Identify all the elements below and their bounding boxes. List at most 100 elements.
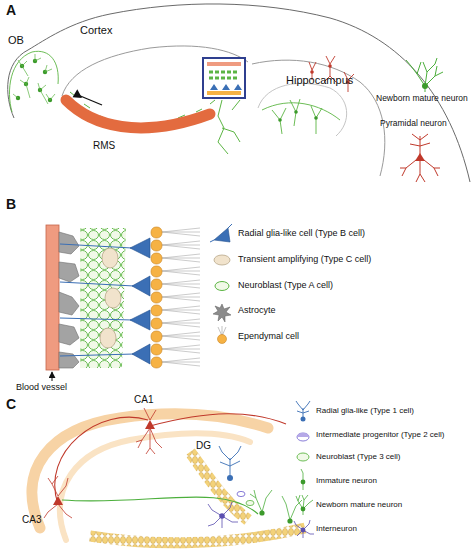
migration-arrow [78, 95, 102, 105]
red-soma [328, 64, 332, 68]
type-c-icon [214, 255, 230, 265]
zoom-frame [203, 58, 245, 98]
type-b-cell [130, 238, 150, 364]
legend-text: Intermediate progenitor (Type 2 cell) [316, 430, 474, 439]
legend-text: Pyramidal neuron [380, 119, 474, 129]
callout-label: Blood vessel [16, 382, 67, 392]
panel-letter: B [6, 196, 16, 212]
legend-entry: Newborn mature neuron [316, 500, 474, 509]
astrocyte-icon [213, 304, 231, 322]
hippocampal-arc [252, 60, 385, 176]
astrocyte [59, 324, 79, 345]
region-label: Hippocampus [286, 74, 353, 87]
legend-entry: Radial glia-like (Type 1 cell) [316, 406, 474, 415]
type2-icon-cap [297, 433, 309, 437]
immature-neuron-icon [301, 469, 303, 490]
red-soma [310, 70, 314, 74]
zoom-glia [210, 84, 242, 90]
panel-letter: A [6, 2, 16, 18]
legend-text: Newborn mature neuron [376, 94, 474, 104]
legend-entry: Radial glia-like cell (Type B cell) [238, 228, 472, 238]
ependymal-layer [150, 226, 202, 369]
astrocyte-layer [59, 232, 79, 368]
green-soma [314, 116, 318, 120]
ependymal-icon [218, 335, 227, 344]
legend-entry: Ependymal cell [238, 331, 472, 341]
bulb-dendrites [13, 54, 55, 104]
interneuron-icon [294, 520, 314, 538]
legend-text: Radial glia-like cell (Type B cell) [238, 228, 472, 238]
mature-neuron-soma [301, 507, 306, 512]
type-c-cell [105, 288, 121, 308]
ca3-dendrites [44, 476, 72, 518]
neuroblast-chain [80, 228, 126, 368]
region-label: CA3 [22, 514, 41, 526]
type3-cell [246, 500, 254, 505]
interneuron-processes [208, 502, 238, 528]
olfactory-bulb [9, 51, 58, 112]
ca1-soma [145, 420, 155, 429]
legend-text: Radial glia-like (Type 1 cell) [316, 406, 474, 415]
interneuron-soma [219, 513, 225, 519]
legend-entry: Pyramidal neuron [380, 119, 474, 129]
hippo-layer [258, 83, 347, 136]
legend-entry: Newborn mature neuron [376, 94, 474, 104]
type-b-icon-process [210, 224, 232, 242]
bulb-outline [9, 51, 58, 112]
green-soma [278, 118, 282, 122]
legend-entry: Interneuron [316, 524, 474, 533]
band-label: RMS [93, 140, 115, 152]
brain-contour [8, 4, 470, 182]
legend-entry: Neuroblast (Type 3 cell) [316, 452, 474, 461]
hippocampus-sketch [258, 56, 354, 136]
zoom-vessel [207, 62, 241, 66]
legend-entry: Intermediate progenitor (Type 2 cell) [316, 430, 474, 439]
legend-text: Transient amplifying (Type C cell) [238, 254, 472, 264]
rms-band: RMS [58, 92, 218, 154]
pyramidal-neuron-icon [400, 134, 440, 182]
outer-layer [60, 433, 250, 540]
type-b-icon [214, 228, 230, 242]
legend-entry: Neuroblast (Type A cell) [238, 280, 472, 290]
legend-text: Immature neuron [316, 476, 474, 485]
region-label: CA1 [134, 394, 153, 406]
type-c-cell [100, 328, 116, 348]
dg-upper-blade [190, 452, 248, 520]
astrocyte [59, 352, 79, 368]
zoom-ependyma [207, 91, 241, 95]
dg-granule-soma [259, 510, 264, 515]
band-shape [58, 92, 218, 154]
type1-soma [227, 475, 233, 481]
legend-text: Ependymal cell [238, 331, 472, 341]
astrocyte [59, 262, 79, 282]
region-label: Cortex [80, 24, 112, 37]
region-label: OB [8, 34, 24, 47]
newborn-neuron-soma [422, 83, 428, 89]
interneuron-icon-soma [301, 528, 306, 533]
legend-text: Neuroblast (Type A cell) [238, 280, 472, 290]
ca1-dendrites [136, 408, 162, 454]
zoom-cells [209, 72, 239, 78]
migration-arrowhead [70, 89, 82, 102]
rms-stream [66, 100, 210, 128]
type1-icon-soma [301, 417, 306, 422]
hippo-somata [278, 64, 350, 122]
dg-lower-blade [90, 528, 305, 543]
legend-c-icons [294, 401, 314, 538]
svz-niche [46, 225, 202, 381]
type1-icon [296, 401, 310, 418]
brain-outline [8, 4, 470, 182]
panel-letter: C [6, 396, 16, 412]
hippocampus-section [32, 408, 305, 543]
legend-text: Newborn mature neuron [316, 500, 474, 509]
dg-granule-dendrites [250, 490, 302, 520]
mossy-fiber [62, 497, 258, 514]
legend-entry: Immature neuron [316, 476, 474, 485]
region-label: DG [196, 440, 211, 452]
type-c-cells [100, 248, 121, 348]
immature-neuron-soma [301, 480, 306, 485]
type-c-cell [102, 248, 118, 268]
hippo-green-neurons [262, 99, 340, 134]
